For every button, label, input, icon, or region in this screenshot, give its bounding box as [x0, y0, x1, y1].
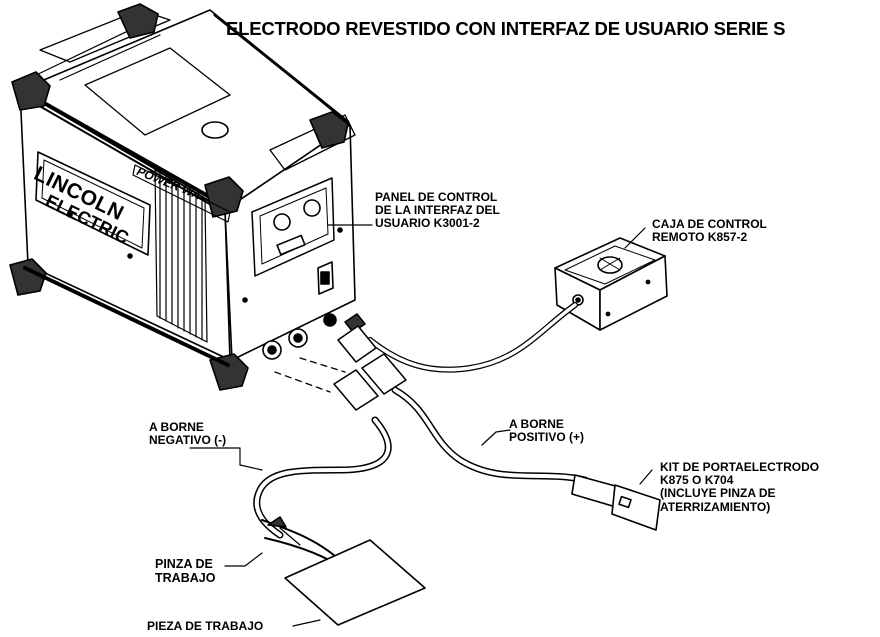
label-line: A BORNE: [149, 420, 204, 434]
label-line: POSITIVO (+): [509, 430, 585, 445]
label-work-piece: PIEZA DE TRABAJO: [147, 619, 264, 633]
label-control-panel: PANEL DE CONTROL DE LA INTERFAZ DEL USUA…: [375, 190, 500, 231]
label-line: KIT DE PORTAELECTRODO: [660, 460, 820, 474]
welding-machine: [9, 3, 366, 391]
label-electrode-kit: KIT DE PORTAELECTRODO K875 O K704 (INCLU…: [660, 460, 820, 514]
work-piece-drawing: [284, 539, 426, 626]
electrode-holder: [571, 474, 661, 531]
label-line: (INCLUYE PINZA DE: [660, 486, 776, 501]
label-work-clamp: PINZA DE TRABAJO: [155, 557, 216, 586]
label-line: K875 O K704: [660, 473, 734, 488]
label-negative-terminal: A BORNE NEGATIVO (-): [149, 420, 227, 448]
label-line: ATERRIZAMIENTO): [660, 499, 771, 514]
label-line: TRABAJO: [155, 570, 216, 585]
label-line: DE LA INTERFAZ DEL: [375, 203, 500, 218]
label-line: PIEZA DE TRABAJO: [147, 619, 264, 633]
label-line: A BORNE: [509, 417, 564, 431]
label-line: REMOTO K857-2: [652, 230, 748, 245]
label-line: PANEL DE CONTROL: [375, 190, 498, 204]
remote-control-box: [554, 237, 668, 331]
label-positive-terminal: A BORNE POSITIVO (+): [509, 417, 585, 445]
page-title: ELECTRODO REVESTIDO CON INTERFAZ DE USUA…: [226, 18, 786, 39]
label-remote-box: CAJA DE CONTROL REMOTO K857-2: [652, 217, 767, 245]
label-line: USUARIO K3001-2: [375, 216, 480, 231]
label-line: NEGATIVO (-): [149, 433, 227, 448]
label-line: PINZA DE: [155, 557, 213, 571]
label-line: CAJA DE CONTROL: [652, 217, 767, 231]
